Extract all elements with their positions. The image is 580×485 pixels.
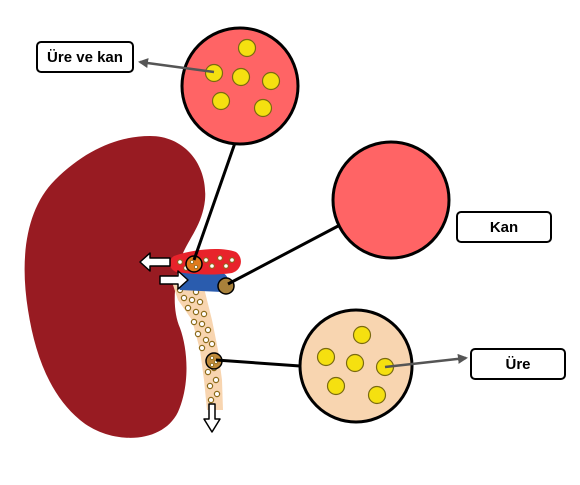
magnifier-blood xyxy=(331,140,451,260)
urea-particles-top xyxy=(204,38,281,118)
arrow-left-icon xyxy=(139,252,171,272)
pointer-arrow-urea xyxy=(384,353,468,369)
pointer-arrow-blood-urea xyxy=(138,58,215,74)
vein-connector-dot xyxy=(217,277,235,295)
label-blood-urea: Üre ve kan xyxy=(36,41,134,73)
arrow-down-icon xyxy=(203,403,221,433)
leader-line-ureter xyxy=(215,358,301,368)
ureter xyxy=(172,280,223,410)
label-urea: Üre xyxy=(470,348,566,380)
leader-line-artery xyxy=(192,139,238,261)
kidney xyxy=(24,136,206,438)
renal-vein xyxy=(177,272,229,292)
label-blood: Kan xyxy=(456,211,552,243)
leader-line-vein xyxy=(227,223,341,286)
arrow-right-icon xyxy=(159,270,189,290)
